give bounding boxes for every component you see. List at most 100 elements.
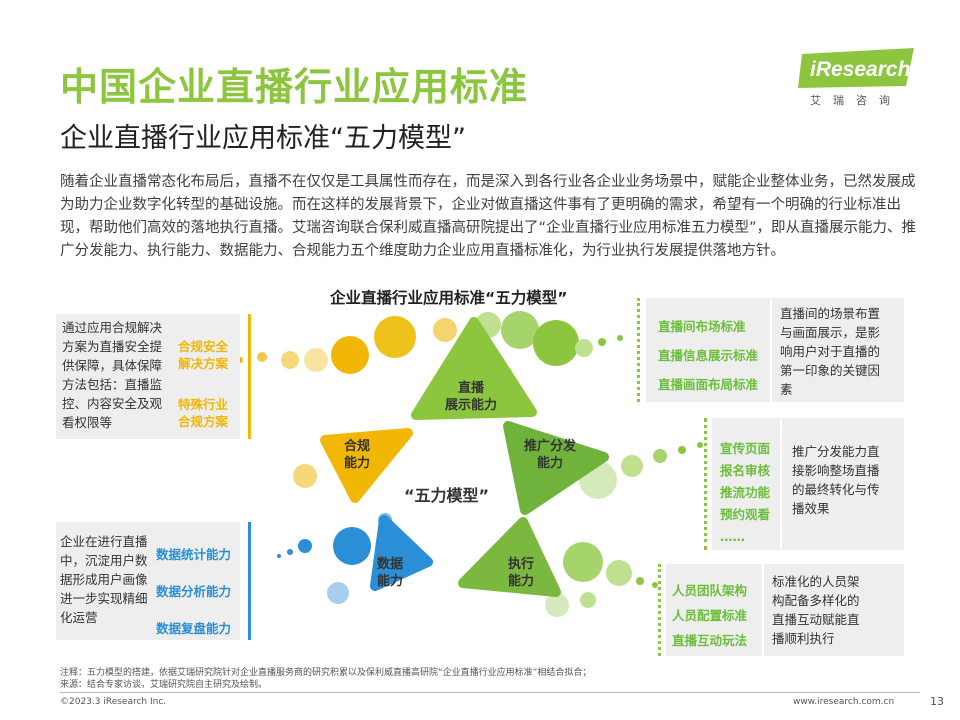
triangle-promotion [503, 421, 609, 515]
promotion-desc: 推广分发能力直 接影响整场直播 的最终转化与传 播效果 [792, 442, 880, 518]
promotion-item: 宣传页面 [720, 441, 771, 456]
data-item: 数据统计能力 [156, 547, 232, 562]
execution-desc-line: 播顺利执行 [772, 631, 835, 646]
promotion-desc-line: 推广分发能力直 [792, 444, 880, 459]
label-data-line1: 数据 [376, 557, 403, 572]
display-item: 直播画面布局标准 [658, 377, 759, 392]
page-title: 中国企业直播行业应用标准 [60, 65, 529, 109]
compliance-item-line: 合规方案 [178, 414, 229, 429]
promotion-desc-line: 播效果 [792, 501, 830, 516]
label-promotion: 推广分发 能力 [512, 438, 588, 472]
execution-items: 人员团队架构 人员配置标准 直播互动玩法 [672, 578, 747, 653]
footer-divider [60, 692, 920, 693]
panel-promotion: 宣传页面 报名审核 推流功能 预约观看 …… 推广分发能力直 接影响整场直播 的… [712, 418, 904, 550]
compliance-desc-line: 看权限等 [62, 415, 113, 430]
panel-compliance: 通过应用合规解决 方案为直播安全提 供保障，具体保障 方法包括：直播监 控、内容… [56, 314, 240, 439]
promotion-item: 推流功能 [720, 485, 771, 500]
panel-display: 直播间布场标准 直播信息展示标准 直播画面布局标准 直播间的场景布置 与画面展示… [646, 298, 904, 402]
compliance-item-line: 解决方案 [178, 356, 229, 371]
display-desc: 直播间的场景布置 与画面展示，是影 响用户对于直播的 第一印象的关键因 素 [780, 304, 880, 399]
display-divider [770, 298, 772, 402]
data-accent-bar [248, 522, 251, 640]
footer-notes: 注释：五力模型的搭建，依据艾瑞研究院针对企业直播服务商的研究积累以及保利威直播高… [60, 667, 591, 691]
diagram-title: 企业直播行业应用标准“五力模型” [330, 289, 568, 307]
compliance-accent-bar [248, 314, 251, 439]
data-desc: 企业在进行直播 中，沉淀用户数 据形成用户画像 进一步实现精细 化运营 [60, 532, 160, 627]
data-item: 数据分析能力 [156, 584, 232, 599]
execution-desc-line: 构配备多样化的 [772, 593, 860, 608]
compliance-desc-line: 控、内容安全及观 [62, 396, 163, 411]
logo-wordmark: iResearch [810, 58, 911, 81]
compliance-item-line: 合规安全 [178, 339, 229, 354]
triangle-compliance [320, 428, 413, 503]
panel-data: 企业在进行直播 中，沉淀用户数 据形成用户画像 进一步实现精细 化运营 数据统计… [56, 522, 240, 640]
promotion-dotted-bar [704, 418, 710, 550]
label-execution-line2: 能力 [507, 574, 534, 589]
label-compliance-line2: 能力 [343, 456, 370, 471]
label-data: 数据 能力 [365, 556, 415, 590]
logo-badge-icon [798, 48, 914, 88]
promotion-desc-line: 接影响整场直播 [792, 463, 880, 478]
footer-url[interactable]: www.iresearch.com.cn [793, 697, 895, 707]
footer-copyright: ©2023.3 iResearch Inc. [60, 697, 167, 707]
intro-paragraph: 随着企业直播常态化布局后，直播不在仅仅是工具属性而存在，而是深入到各行业各企业业… [60, 174, 917, 259]
triangle-data [370, 515, 433, 591]
display-items: 直播间布场标准 直播信息展示标准 直播画面布局标准 [658, 312, 758, 399]
compliance-item-1: 合规安全 解决方案 [178, 338, 228, 372]
panel-execution: 人员团队架构 人员配置标准 直播互动玩法 标准化的人员架 构配备多样化的 直播互… [666, 564, 904, 656]
display-desc-line: 第一印象的关键因 [780, 363, 881, 378]
data-item: 数据复盘能力 [156, 621, 232, 636]
footer-note: 注释：五力模型的搭建，依据艾瑞研究院针对企业直播服务商的研究积累以及保利威直播高… [60, 668, 592, 678]
execution-divider [762, 564, 764, 656]
execution-item: 人员团队架构 [672, 583, 748, 598]
triangle-display [411, 317, 537, 420]
label-compliance-line1: 合规 [343, 439, 370, 454]
compliance-desc-line: 方案为直播安全提 [62, 339, 163, 354]
triangle-execution [458, 517, 561, 597]
label-display: 直播 展示能力 [433, 380, 509, 414]
iresearch-logo: iResearch 艾瑞咨询 [788, 46, 918, 112]
label-display-line1: 直播 [457, 381, 484, 396]
compliance-desc-line: 通过应用合规解决 [62, 320, 163, 335]
display-desc-line: 与画面展示，是影 [780, 325, 881, 340]
data-desc-line: 中，沉淀用户数 [60, 553, 148, 568]
label-compliance: 合规 能力 [332, 438, 382, 472]
label-display-line2: 展示能力 [444, 398, 497, 413]
display-item: 直播信息展示标准 [658, 348, 759, 363]
compliance-item-line: 特殊行业 [178, 397, 229, 412]
display-desc-line: 素 [780, 382, 793, 397]
compliance-desc-line: 方法包括：直播监 [62, 377, 163, 392]
label-execution-line1: 执行 [507, 557, 534, 572]
promotion-divider [780, 418, 782, 550]
data-items: 数据统计能力 数据分析能力 数据复盘能力 [156, 536, 231, 647]
promotion-items: 宣传页面 报名审核 推流功能 预约观看 …… [720, 438, 770, 548]
display-desc-line: 直播间的场景布置 [780, 306, 881, 321]
promotion-item: 报名审核 [720, 463, 771, 478]
footer-source: 来源：结合专家访谈，艾瑞研究院自主研究及绘制。 [60, 680, 268, 690]
label-promotion-line2: 能力 [536, 456, 563, 471]
data-desc-line: 企业在进行直播 [60, 534, 148, 549]
execution-desc-line: 直播互动赋能直 [772, 612, 860, 627]
execution-dotted-bar [658, 564, 664, 656]
display-desc-line: 响用户对于直播的 [780, 344, 881, 359]
data-desc-line: 据形成用户画像 [60, 572, 148, 587]
five-force-diagram [237, 311, 703, 617]
display-dotted-bar [637, 298, 643, 402]
compliance-desc-line: 供保障，具体保障 [62, 358, 163, 373]
logo-subtitle: 艾瑞咨询 [810, 94, 902, 107]
promotion-item: 预约观看 [720, 507, 771, 522]
center-label: “五力模型” [404, 486, 490, 505]
display-item: 直播间布场标准 [658, 319, 746, 334]
compliance-item-2: 特殊行业 合规方案 [178, 396, 228, 430]
page-subtitle: 企业直播行业应用标准“五力模型” [60, 123, 466, 154]
data-desc-line: 化运营 [60, 610, 98, 625]
promotion-item: …… [720, 529, 745, 544]
data-desc-line: 进一步实现精细 [60, 591, 148, 606]
label-execution: 执行 能力 [495, 556, 547, 590]
execution-desc: 标准化的人员架 构配备多样化的 直播互动赋能直 播顺利执行 [772, 572, 860, 648]
execution-item: 直播互动玩法 [672, 633, 748, 648]
decorative-bubbles [237, 311, 703, 617]
execution-item: 人员配置标准 [672, 608, 748, 623]
execution-desc-line: 标准化的人员架 [772, 574, 860, 589]
label-promotion-line1: 推广分发 [523, 439, 576, 454]
